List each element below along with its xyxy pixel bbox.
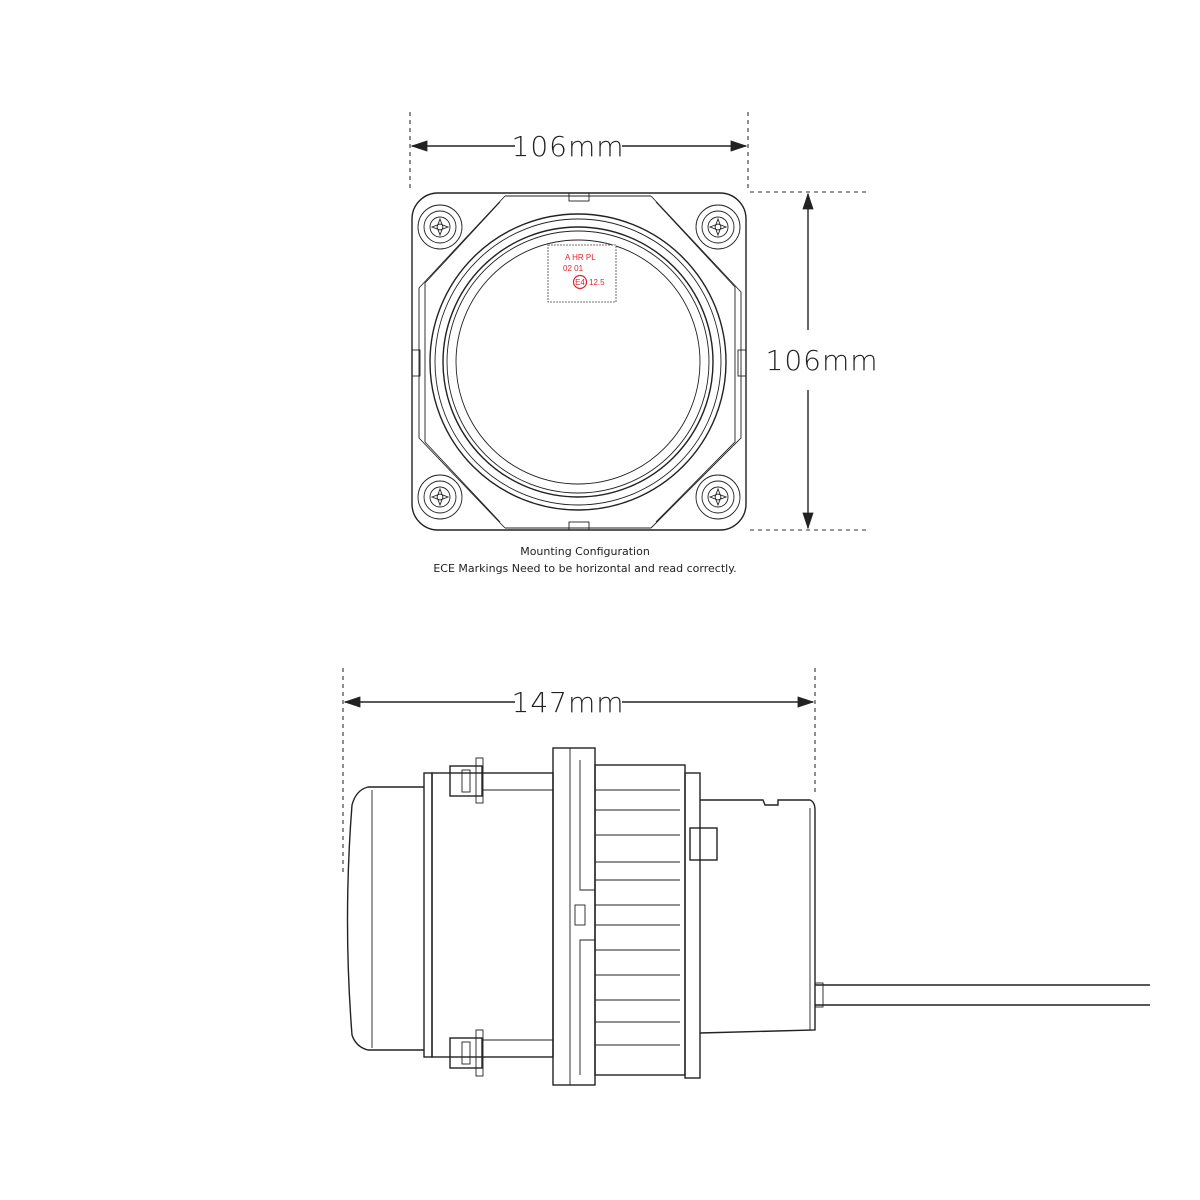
front-width-dimension: 106mm — [409, 112, 749, 190]
front-width-label: 106mm — [512, 130, 625, 163]
caption-title: Mounting Configuration — [520, 545, 650, 558]
side-length-label: 147mm — [512, 686, 625, 719]
ece-marking-label: A HR PL 02 01 E4 12.5 — [547, 244, 617, 303]
ece-line2: 02 01 — [563, 264, 584, 273]
screw-icon — [695, 474, 741, 520]
ece-value: 12.5 — [589, 278, 605, 287]
clip-bottom — [449, 1029, 484, 1077]
lamp-front-view: A HR PL 02 01 E4 12.5 — [411, 192, 747, 531]
ece-line1: A HR PL — [565, 253, 596, 262]
screw-icon — [417, 474, 463, 520]
lamp-side-view — [346, 747, 1150, 1086]
screw-icon — [695, 204, 741, 250]
heatsink-fins — [594, 764, 686, 1076]
caption-note: ECE Markings Need to be horizontal and r… — [433, 562, 736, 575]
side-length-dimension: 147mm — [342, 668, 816, 872]
clip-top — [449, 757, 484, 804]
front-height-label: 106mm — [766, 344, 879, 377]
front-height-dimension: 106mm — [750, 191, 879, 531]
ece-approval-mark: E4 — [575, 278, 585, 287]
screw-icon — [417, 204, 463, 250]
